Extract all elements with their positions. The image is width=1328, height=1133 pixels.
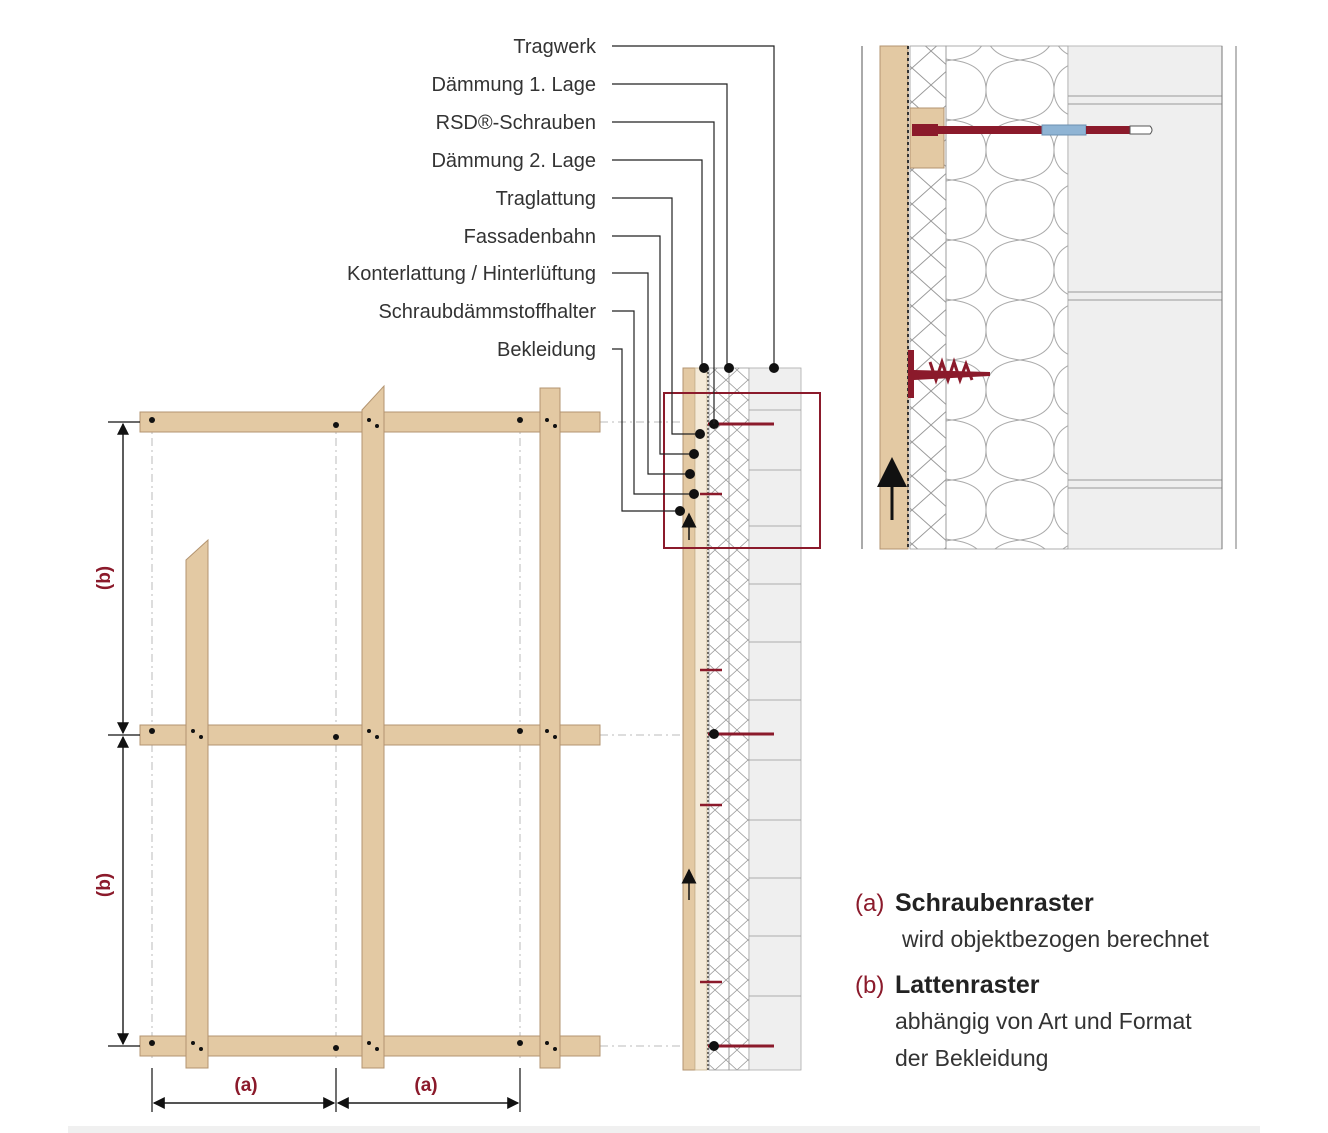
label-daemmung-1: Dämmung 1. Lage [431, 74, 596, 96]
vertical-batten-left [185, 538, 209, 1069]
batten-grid: (b) (b) (a) (a) [94, 384, 690, 1112]
leader-lines [612, 45, 775, 512]
legend-a-key: (a) [855, 890, 884, 917]
detail-zoom [861, 45, 1237, 550]
dimension-a-lines [151, 1068, 521, 1112]
section-screws [700, 419, 774, 1051]
detail-highlight-box [663, 392, 821, 549]
dimension-b-upper: (b) [94, 566, 115, 590]
footer-band [68, 1126, 1260, 1133]
screw-points [149, 417, 557, 1051]
legend-a-title: Schraubenraster [895, 889, 1094, 917]
legend-b-title: Lattenraster [895, 971, 1040, 999]
label-traglattung: Traglattung [496, 188, 596, 210]
insulation-layer-2 [708, 367, 730, 1071]
dimension-b-lines [108, 421, 140, 1047]
detail-insulation-1 [945, 45, 1069, 550]
detail-structure [1067, 45, 1223, 550]
legend: (a) Schraubenraster wird objektbezogen b… [855, 889, 1209, 1071]
insulation-layer-1 [728, 367, 750, 1071]
label-daemmung-2: Dämmung 2. Lage [431, 150, 596, 172]
detail-batten [909, 107, 945, 169]
label-bekleidung: Bekleidung [497, 339, 596, 361]
detail-cladding [879, 45, 909, 550]
legend-b-desc-1: abhängig von Art und Format [895, 1008, 1192, 1034]
label-schraubdaemmstoffhalter: Schraubdämmstoffhalter [378, 301, 596, 323]
dimension-b-lower: (b) [94, 873, 115, 897]
structure-layer [748, 367, 802, 1071]
legend-b-key: (b) [855, 972, 884, 999]
leader-dots [675, 363, 779, 516]
legend-a-desc: wird objektbezogen berechnet [901, 926, 1209, 952]
layer-labels: Tragwerk Dämmung 1. Lage RSD®-Schrauben … [347, 36, 597, 361]
label-konterlattung: Konterlattung / Hinterlüftung [347, 263, 596, 285]
detail-insulation-holder [908, 350, 990, 398]
masonry-joints [749, 409, 801, 997]
dimension-a-right: (a) [414, 1075, 437, 1096]
battens-layer [694, 367, 708, 1071]
vertical-batten-right [539, 387, 561, 1069]
label-rsd-schrauben: RSD®-Schrauben [436, 112, 596, 134]
detail-masonry-joints [1068, 95, 1222, 489]
wall-section [663, 367, 821, 1071]
vertical-batten-middle [361, 384, 385, 1069]
legend-b-desc-2: der Bekleidung [895, 1045, 1048, 1071]
detail-rsd-screw [912, 124, 1153, 136]
label-fassadenbahn: Fassadenbahn [464, 226, 596, 248]
label-tragwerk: Tragwerk [513, 36, 597, 58]
dimension-a-left: (a) [234, 1075, 257, 1096]
